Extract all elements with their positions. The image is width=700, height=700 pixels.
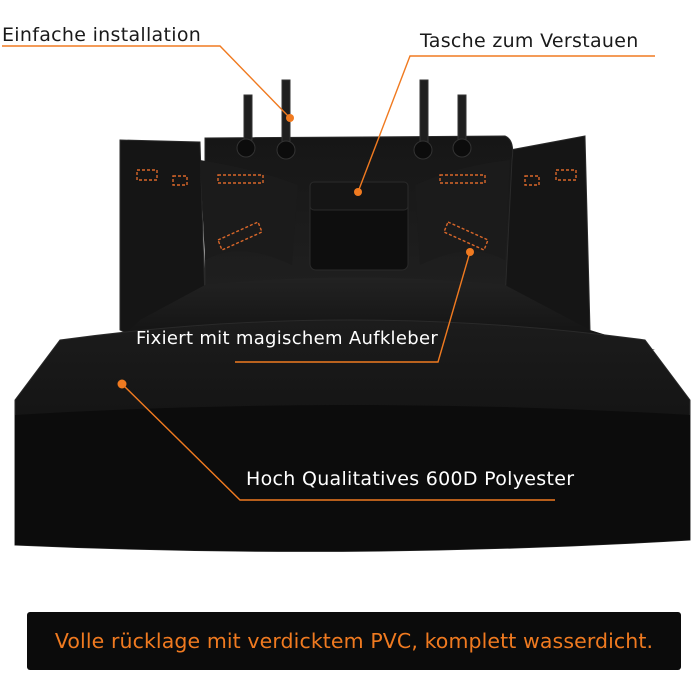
left-flap — [200, 160, 298, 265]
annotation-magic-sticker: Fixiert mit magischem Aufkleber — [136, 328, 439, 349]
banner-text: Volle rücklage mit verdicktem PVC, kompl… — [54, 629, 654, 653]
annotation-pocket: Tasche zum Verstauen — [420, 30, 639, 52]
annotation-lines — [2, 45, 655, 501]
annotation-installation: Einfache installation — [2, 24, 202, 46]
annotation-dots — [117, 114, 474, 389]
headrest-straps — [243, 79, 467, 146]
bumper-lower — [15, 405, 690, 552]
pocket-flap — [309, 181, 409, 211]
feature-banner: Volle rücklage mit verdicktem PVC, kompl… — [27, 612, 681, 670]
annotation-material: Hoch Qualitatives 600D Polyester — [246, 468, 575, 490]
strap-buckles — [236, 138, 472, 160]
velcro-patches — [136, 169, 577, 251]
